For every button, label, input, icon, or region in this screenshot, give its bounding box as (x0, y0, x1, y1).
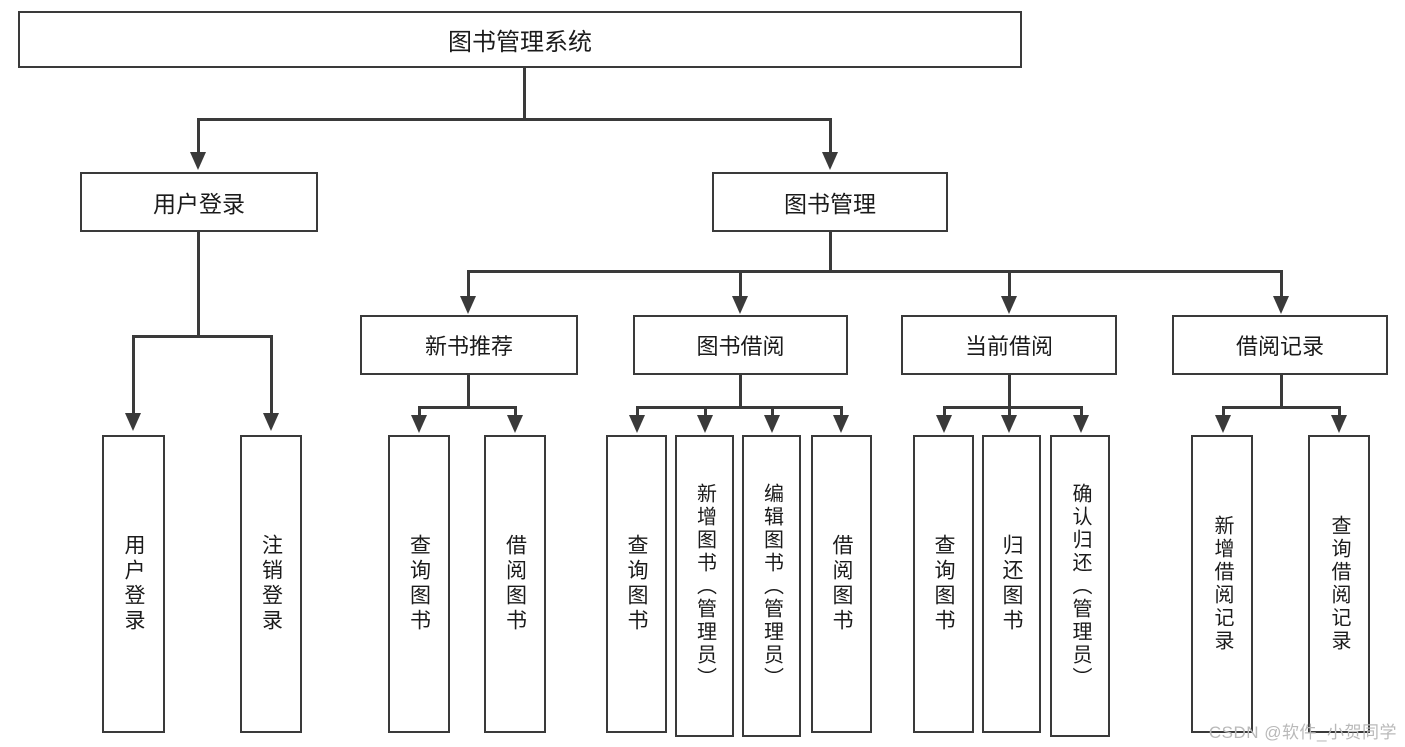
leaf-current-borrow-confirm-return-admin[interactable]: 确认归还（管理员） (1050, 435, 1110, 737)
connector-root-bus (198, 118, 832, 121)
node-label: 借阅记录 (1235, 334, 1324, 359)
node-root-book-management-system[interactable]: 图书管理系统 (18, 11, 1022, 68)
leaf-label: 新增图书（管理员） (693, 482, 716, 690)
connector-user-login-bus (133, 335, 273, 338)
connector-new-book-bus (419, 406, 517, 409)
connector-bm-to-current-borrow (1008, 270, 1011, 298)
arrowhead-bb-to-leaf-4 (833, 415, 849, 433)
leaf-user-login-logout[interactable]: 注销登录 (240, 435, 302, 733)
arrowhead-br-to-leaf-1 (1215, 415, 1231, 433)
arrowhead-br-to-leaf-2 (1331, 415, 1347, 433)
connector-bb-to-leaf-1 (636, 406, 639, 417)
connector-root-stem (523, 68, 526, 120)
arrowhead-bb-to-leaf-3 (764, 415, 780, 433)
leaf-user-login-login[interactable]: 用户登录 (102, 435, 165, 733)
node-label: 图书管理系统 (448, 29, 592, 56)
leaf-label: 查询图书 (625, 534, 648, 634)
leaf-current-borrow-return-books[interactable]: 归还图书 (982, 435, 1041, 733)
leaf-borrow-record-add-record[interactable]: 新增借阅记录 (1191, 435, 1253, 733)
leaf-label: 借阅图书 (830, 534, 853, 634)
arrowhead-bm-to-current-borrow (1001, 296, 1017, 314)
arrowhead-bm-to-book-borrow (732, 296, 748, 314)
connector-borrow-record-stem (1280, 375, 1283, 408)
leaf-book-borrow-borrow-books[interactable]: 借阅图书 (811, 435, 872, 733)
leaf-label: 确认归还（管理员） (1069, 482, 1091, 690)
leaf-new-book-query-books[interactable]: 查询图书 (388, 435, 450, 733)
connector-nb-to-leaf-1 (418, 406, 421, 417)
connector-nb-to-leaf-2 (514, 406, 517, 417)
connector-root-to-book-management (829, 118, 832, 154)
arrowhead-bb-to-leaf-2 (697, 415, 713, 433)
node-label: 新书推荐 (424, 334, 513, 359)
arrowhead-bm-to-borrow-record (1273, 296, 1289, 314)
arrowhead-root-to-book-management (822, 152, 838, 170)
node-book-borrow[interactable]: 图书借阅 (633, 315, 848, 375)
arrowhead-cb-to-leaf-3 (1073, 415, 1089, 433)
leaf-label: 查询图书 (932, 534, 955, 634)
node-label: 图书管理 (784, 191, 876, 217)
node-label: 图书借阅 (696, 334, 785, 359)
connector-br-to-leaf-2 (1338, 406, 1341, 417)
node-new-book-recommend[interactable]: 新书推荐 (360, 315, 578, 375)
node-label: 当前借阅 (964, 334, 1053, 359)
leaf-book-borrow-query-books[interactable]: 查询图书 (606, 435, 667, 733)
connector-user-login-to-leaf-2 (270, 335, 273, 415)
connector-borrow-record-bus (1223, 406, 1341, 409)
arrowhead-nb-to-leaf-2 (507, 415, 523, 433)
connector-bb-to-leaf-4 (840, 406, 843, 417)
connector-bm-to-borrow-record (1280, 270, 1283, 298)
leaf-label: 借阅图书 (503, 534, 527, 634)
leaf-label: 新增借阅记录 (1211, 515, 1233, 653)
connector-bm-to-new-book (467, 270, 470, 298)
arrowhead-user-login-to-leaf-2 (263, 413, 279, 431)
arrowhead-user-login-to-leaf-1 (125, 413, 141, 431)
leaf-label: 查询图书 (407, 534, 431, 634)
connector-book-management-bus (468, 270, 1282, 273)
connector-book-borrow-bus (637, 406, 843, 409)
connector-cb-to-leaf-2 (1008, 406, 1011, 417)
leaf-label: 用户登录 (122, 534, 145, 634)
connector-bb-to-leaf-3 (771, 406, 774, 417)
connector-book-management-stem (829, 232, 832, 272)
node-current-borrow[interactable]: 当前借阅 (901, 315, 1117, 375)
node-label: 用户登录 (153, 191, 245, 217)
arrowhead-root-to-user-login (190, 152, 206, 170)
leaf-book-borrow-edit-book-admin[interactable]: 编辑图书（管理员） (742, 435, 801, 737)
leaf-label: 注销登录 (259, 534, 283, 634)
connector-user-login-stem (197, 232, 200, 337)
connector-new-book-stem (467, 375, 470, 408)
node-borrow-record[interactable]: 借阅记录 (1172, 315, 1388, 375)
connector-current-borrow-bus (944, 406, 1083, 409)
connector-br-to-leaf-1 (1222, 406, 1225, 417)
arrowhead-bb-to-leaf-1 (629, 415, 645, 433)
connector-cb-to-leaf-3 (1080, 406, 1083, 417)
connector-current-borrow-stem (1008, 375, 1011, 408)
arrowhead-cb-to-leaf-1 (936, 415, 952, 433)
arrowhead-cb-to-leaf-2 (1001, 415, 1017, 433)
leaf-current-borrow-query-books[interactable]: 查询图书 (913, 435, 974, 733)
connector-cb-to-leaf-1 (943, 406, 946, 417)
connector-user-login-to-leaf-1 (132, 335, 135, 415)
connector-bm-to-book-borrow (739, 270, 742, 298)
leaf-new-book-borrow-books[interactable]: 借阅图书 (484, 435, 546, 733)
connector-bb-to-leaf-2 (704, 406, 707, 417)
arrowhead-nb-to-leaf-1 (411, 415, 427, 433)
node-book-management[interactable]: 图书管理 (712, 172, 948, 232)
leaf-book-borrow-add-book-admin[interactable]: 新增图书（管理员） (675, 435, 734, 737)
connector-book-borrow-stem (739, 375, 742, 408)
leaf-borrow-record-query-record[interactable]: 查询借阅记录 (1308, 435, 1370, 733)
arrowhead-bm-to-new-book (460, 296, 476, 314)
leaf-label: 查询借阅记录 (1328, 515, 1350, 653)
leaf-label: 编辑图书（管理员） (760, 482, 783, 690)
leaf-label: 归还图书 (1000, 534, 1023, 634)
connector-root-to-user-login (197, 118, 200, 154)
node-user-login[interactable]: 用户登录 (80, 172, 318, 232)
